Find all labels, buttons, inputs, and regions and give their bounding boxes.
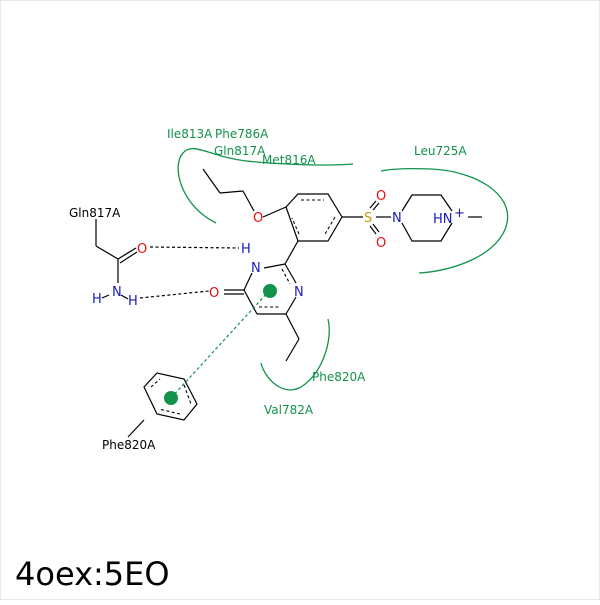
hydrogen-bonds: [139, 246, 240, 299]
atom-charge-plus: +: [454, 206, 465, 221]
residue-label-gln817: Gln817A: [214, 144, 266, 158]
atom-o-sulfonyl-bottom: O: [376, 236, 386, 251]
residue-labels: Ile813A Phe786A Gln817A Met816A Leu725A …: [69, 127, 467, 452]
gln817-sidechain: [95, 219, 138, 300]
residue-label-leu725: Leu725A: [414, 144, 467, 158]
sulfonyl-group: [369, 200, 391, 235]
contact-arc-phe820-val782: [260, 318, 330, 391]
atom-n-ring-right: N: [294, 285, 304, 300]
atom-h-ring: H: [241, 242, 251, 257]
atom-n-piperazine: N: [392, 211, 402, 226]
contact-arc-ile813: [177, 148, 354, 224]
pi-stack-line: [170, 290, 270, 399]
ring-centroid-phe820: [164, 391, 178, 405]
benzene-ring: [285, 193, 363, 242]
phe820-ring: [127, 372, 198, 438]
atom-o-gln: O: [137, 242, 147, 257]
residue-label-phe820: Phe820A: [312, 370, 366, 384]
atom-h-gln-2: H: [128, 294, 138, 309]
atom-o-carbonyl: O: [209, 286, 219, 301]
residue-label-phe820-ring: Phe820A: [102, 438, 156, 452]
residue-label-val782: Val782A: [264, 403, 314, 417]
atom-h-gln-1: H: [92, 292, 102, 307]
atom-n-gln: N: [112, 285, 122, 300]
hydrophobic-contacts: [177, 148, 509, 391]
hbond-gln-h-ring-o: [139, 290, 210, 299]
ring-centroid-ligand: [263, 284, 277, 298]
atom-hn-piperazinium: HN: [433, 212, 453, 227]
piperazine-ring: [401, 194, 482, 242]
figure-title: 4oex:5EO: [15, 555, 170, 593]
atom-sulfur: S: [364, 211, 372, 226]
atom-labels: O S O O N HN + N H N O O N H H: [92, 189, 465, 309]
atom-o-sulfonyl-top: O: [376, 189, 386, 204]
residue-label-met816: Met816A: [262, 153, 316, 167]
hbond-gln-o-ring-h: [149, 246, 240, 249]
propoxy-chain: [202, 168, 287, 218]
atom-o-ether: O: [253, 211, 263, 226]
residue-label-ile813: Ile813A: [167, 127, 213, 141]
atom-n-ring-upper: N: [251, 261, 261, 276]
contact-arc-leu725: [380, 167, 509, 274]
residue-label-phe786: Phe786A: [215, 127, 269, 141]
residue-label-gln817-sidechain: Gln817A: [69, 206, 121, 220]
pi-stacking: [164, 284, 277, 405]
pyrimidinone-ring: [224, 240, 300, 362]
